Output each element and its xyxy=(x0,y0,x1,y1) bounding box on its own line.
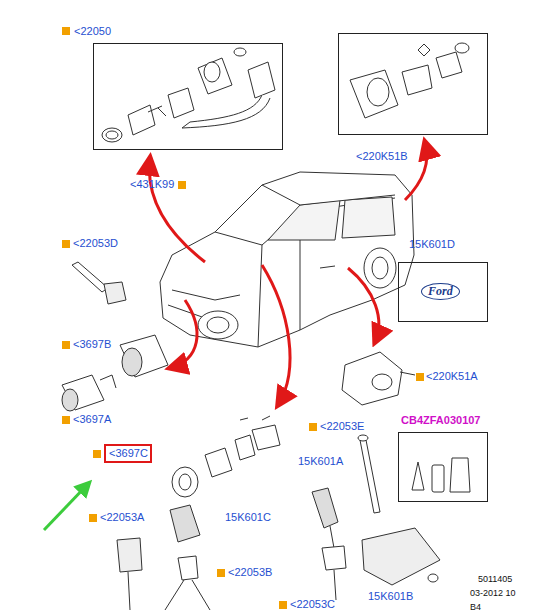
drawing-number: 5011405 xyxy=(478,574,512,585)
part-number: <22050 xyxy=(74,25,111,38)
parts-frame: <220K51B xyxy=(338,33,488,135)
key-sketch xyxy=(117,488,440,610)
part-number: 15K601A xyxy=(298,455,343,468)
lock-parts-sketch xyxy=(102,48,275,142)
door-lock-sketch xyxy=(342,352,415,405)
part-number: <431K99 xyxy=(130,178,174,191)
part-number: <3697C xyxy=(109,447,148,460)
highlight-box: <3697C xyxy=(104,444,152,463)
part-number: <22053C xyxy=(290,598,335,611)
ignition-parts-sketch xyxy=(172,416,280,497)
drawing-date: 03-2012 10 xyxy=(470,588,516,599)
lock-cylinder-sketch xyxy=(62,335,168,411)
kit-number: CB4ZFA030107 xyxy=(401,414,481,427)
marker-squares xyxy=(62,27,424,609)
part-number: <22053D xyxy=(73,237,118,250)
pin-sketch xyxy=(358,435,380,513)
drawing-page: B4 xyxy=(470,602,481,613)
part-number: 15K601C xyxy=(225,511,271,524)
highlight-arrow xyxy=(44,484,88,530)
parts-frame: <22050 xyxy=(93,43,283,150)
part-number: 15K601D xyxy=(409,238,455,251)
part-number: <3697B xyxy=(73,338,111,351)
kit-sketch xyxy=(412,458,470,492)
part-number: <220K51A xyxy=(426,370,478,383)
part-number: <22053A xyxy=(100,511,144,524)
part-number: 15K601B xyxy=(368,590,413,603)
logo-text: Ford xyxy=(421,283,460,300)
part-number: <220K51B xyxy=(356,150,408,163)
location-arrows xyxy=(149,142,426,405)
lock-parts-sketch xyxy=(350,43,469,118)
part-number: <22053B xyxy=(228,566,272,579)
parts-frame: CB4ZFA030107 xyxy=(398,432,488,502)
parts-frame: 15K601DFord xyxy=(398,262,488,322)
key-blade-sketch xyxy=(72,262,126,304)
part-number: <3697A xyxy=(73,413,111,426)
part-number: <22053E xyxy=(320,420,364,433)
